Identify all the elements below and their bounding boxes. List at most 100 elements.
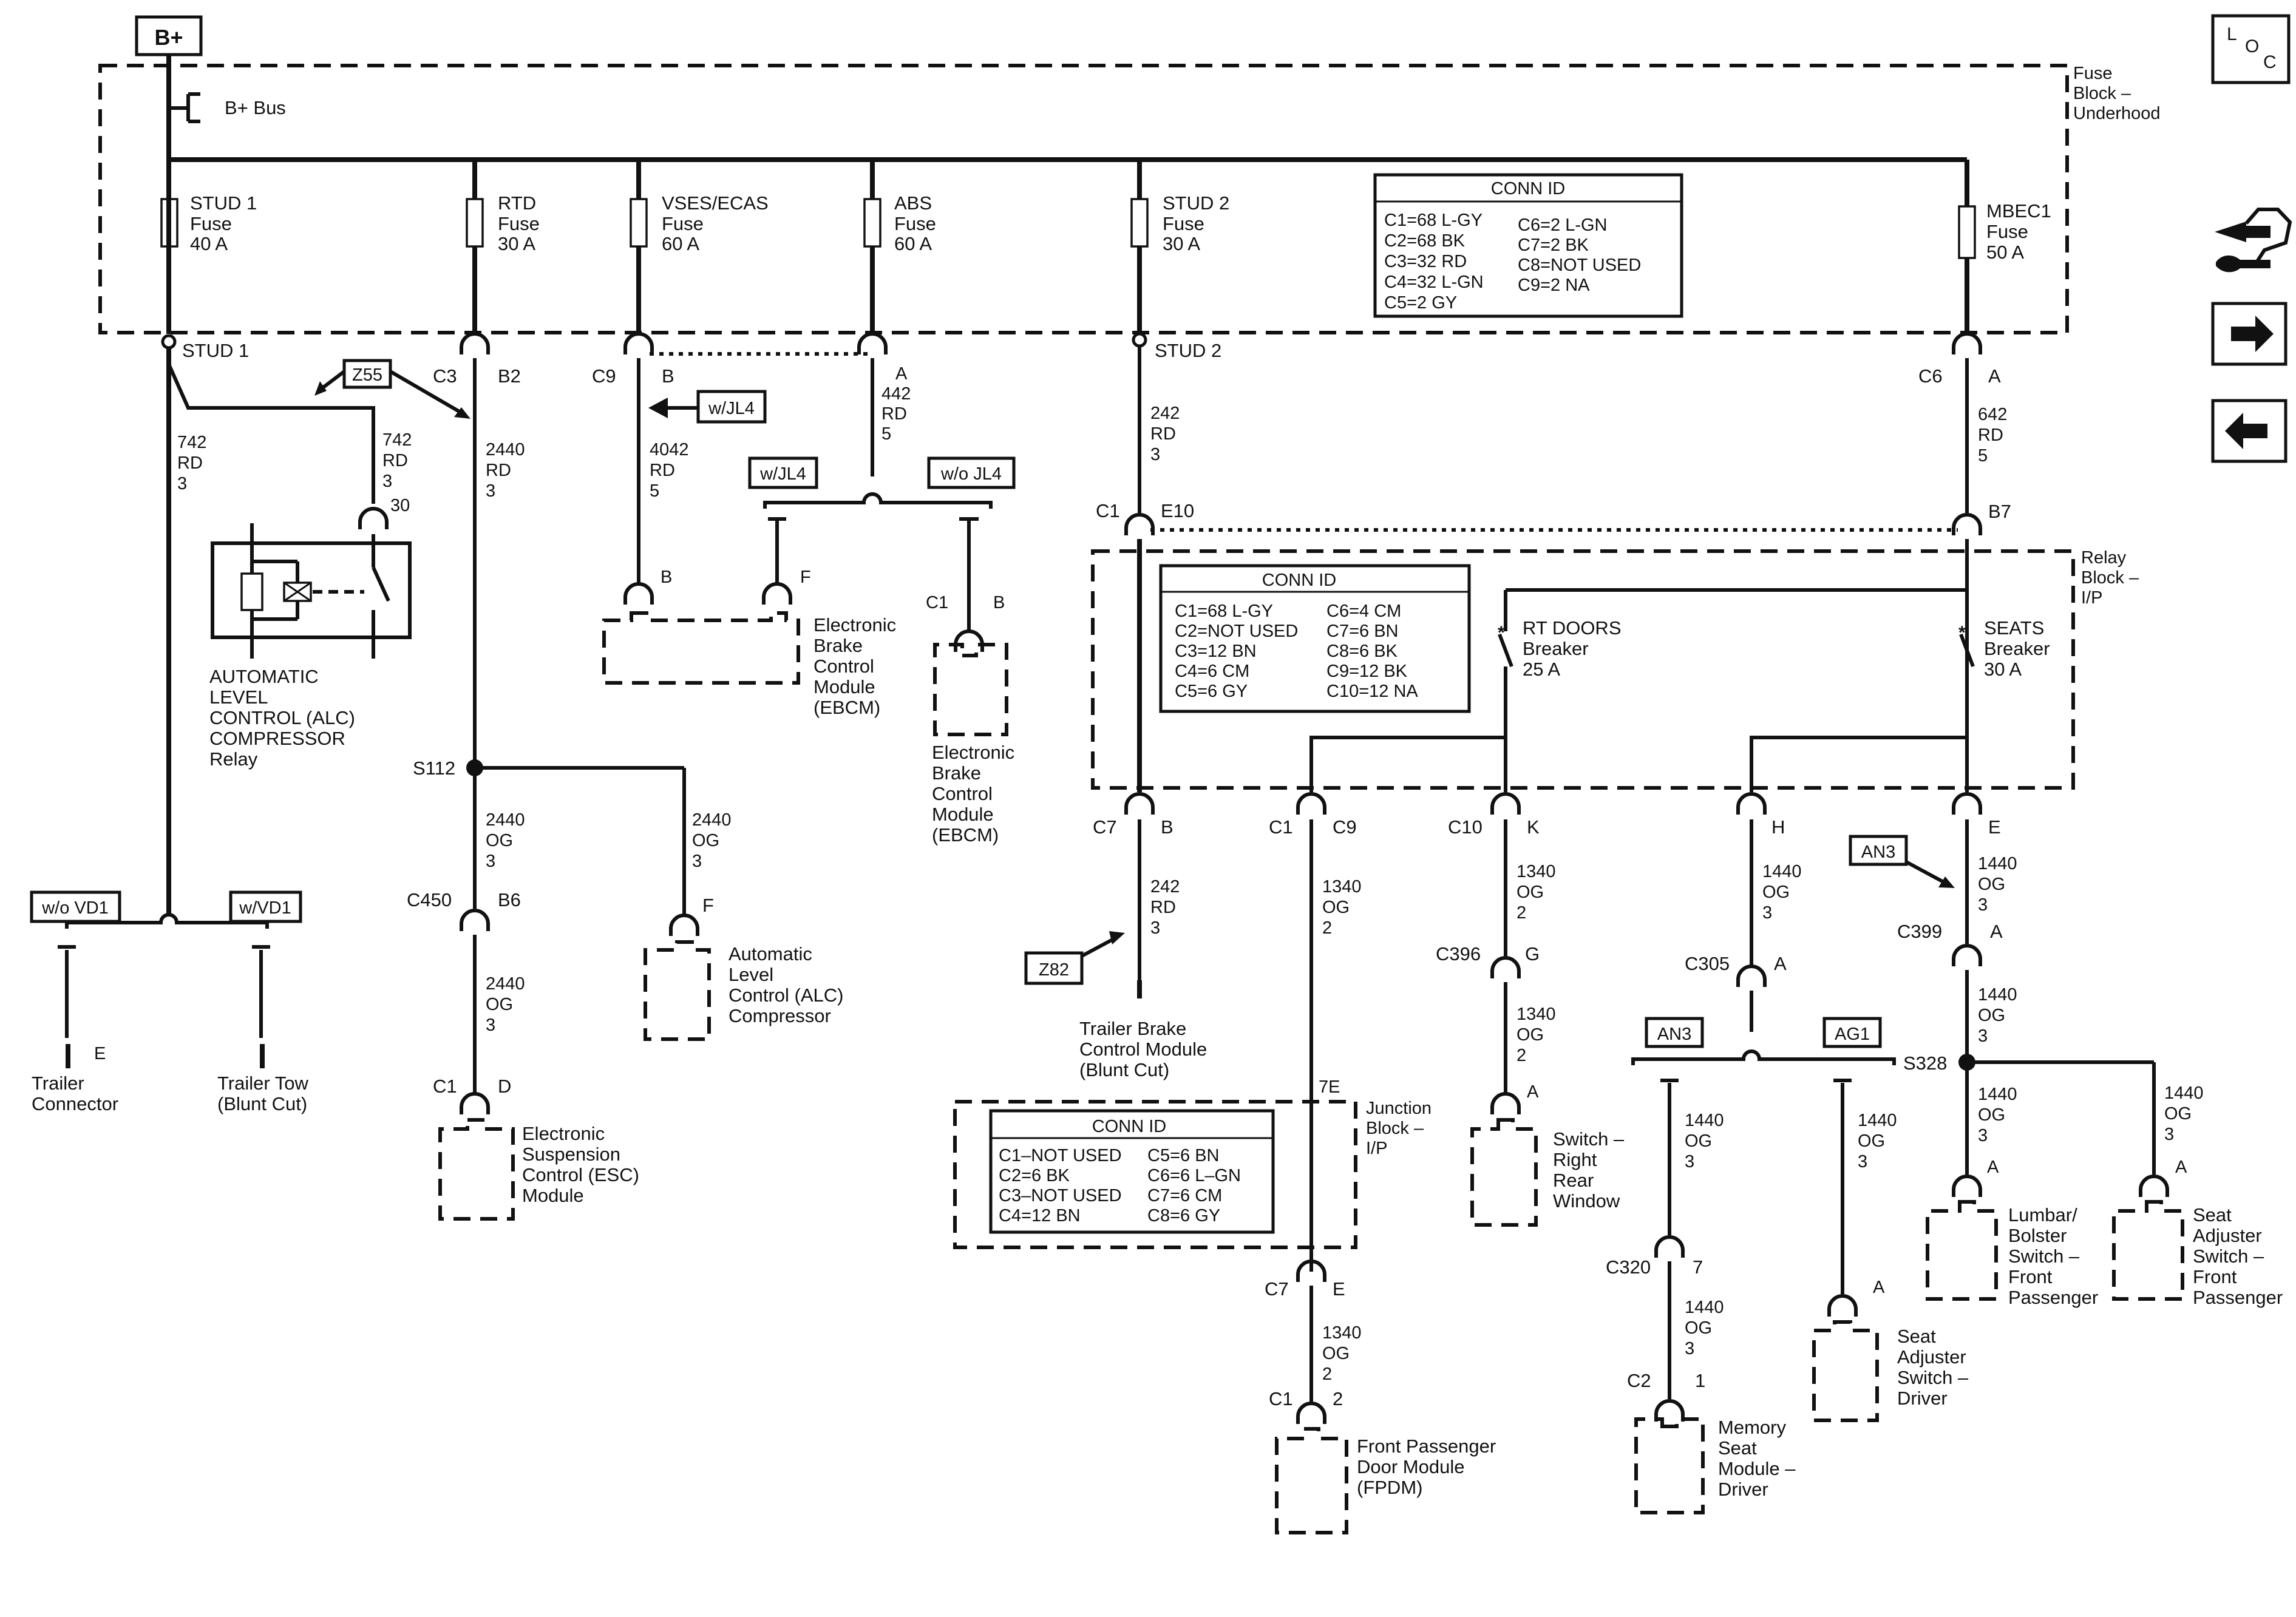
svg-text:C320: C320: [1606, 1256, 1651, 1278]
svg-text:E: E: [1988, 816, 2001, 838]
next-page-button[interactable]: [2211, 302, 2288, 366]
svg-text:2: 2: [1333, 1388, 1343, 1409]
svg-text:Z82: Z82: [1039, 960, 1069, 980]
svg-text:C1: C1: [433, 1076, 457, 1097]
svg-text:G: G: [1525, 943, 1540, 964]
svg-text:B2: B2: [498, 365, 521, 387]
svg-text:C305: C305: [1685, 953, 1730, 974]
svg-text:1: 1: [1695, 1370, 1705, 1391]
svg-text:C10: C10: [1448, 816, 1483, 838]
svg-text:A: A: [1873, 1278, 1885, 1297]
option-an3-a: AN3: [1645, 1017, 1704, 1048]
svg-text:STUD 1: STUD 1: [182, 340, 249, 361]
svg-text:E: E: [1333, 1278, 1345, 1300]
svg-text:C3: C3: [433, 365, 457, 387]
option-z55: Z55: [314, 359, 470, 419]
arrow-left-icon: [2225, 413, 2267, 449]
svg-text:H: H: [1771, 816, 1785, 838]
prev-page-button[interactable]: [2211, 399, 2288, 463]
svg-text:A: A: [895, 364, 908, 384]
arrow-right-icon: [2231, 316, 2274, 352]
svg-text:A: A: [1990, 921, 2003, 942]
svg-text:C1: C1: [1269, 816, 1293, 838]
trailer-tow[interactable]: Trailer Tow(Blunt Cut): [217, 1073, 308, 1114]
junction-block-ip: [953, 1100, 1357, 1249]
svg-text:E10: E10: [1161, 500, 1194, 521]
svg-text:A: A: [1988, 365, 2001, 387]
svg-text:30: 30: [390, 496, 410, 515]
stud1-terminal: [161, 334, 177, 350]
loc-button[interactable]: L O C: [2211, 14, 2291, 84]
alc-relay[interactable]: 30: [211, 496, 412, 659]
svg-text:C6=2 L-GN C7=2 BK: C6=2 L-GN C7=2 BK C8=NOT USED C9=2 NA: [1518, 215, 1646, 295]
svg-text:C1: C1: [926, 593, 948, 612]
svg-text:w/JL4: w/JL4: [708, 399, 755, 418]
svg-text:F: F: [800, 568, 811, 587]
svg-text:B: B: [993, 593, 1005, 612]
components-icon[interactable]: [2215, 208, 2292, 273]
svg-text:B: B: [1161, 816, 1173, 838]
bplus-bus-label: B+ Bus: [225, 97, 286, 118]
svg-text:C450: C450: [407, 889, 452, 910]
option-wjl4: w/JL4: [748, 456, 818, 489]
svg-text:C1=68 L-GY C2=68 BK: C1=68 L-GY C2=68 BK C3=32 RD C4=32 L-GN …: [1384, 211, 1489, 313]
option-wjl4-arrow: w/JL4: [648, 390, 767, 424]
option-an3-b: AN3: [1849, 835, 1955, 888]
svg-text:E: E: [94, 1044, 106, 1063]
fuse-block-title: Fuse Block – Underhood: [2073, 64, 2161, 123]
svg-text:w/o VD1: w/o VD1: [41, 898, 109, 918]
svg-text:F: F: [702, 895, 714, 916]
svg-text:w/o JL4: w/o JL4: [940, 464, 1002, 484]
svg-text:CONN ID: CONN ID: [1262, 571, 1336, 590]
option-z82: Z82: [1024, 931, 1125, 985]
stud2-terminal: [1132, 332, 1147, 348]
svg-text:B7: B7: [1988, 501, 2011, 522]
svg-text:CONN ID: CONN ID: [1491, 179, 1565, 198]
fuse-block-underhood: [98, 64, 2069, 334]
svg-text:A: A: [1987, 1158, 1999, 1177]
bplus-label: B+: [154, 25, 183, 50]
